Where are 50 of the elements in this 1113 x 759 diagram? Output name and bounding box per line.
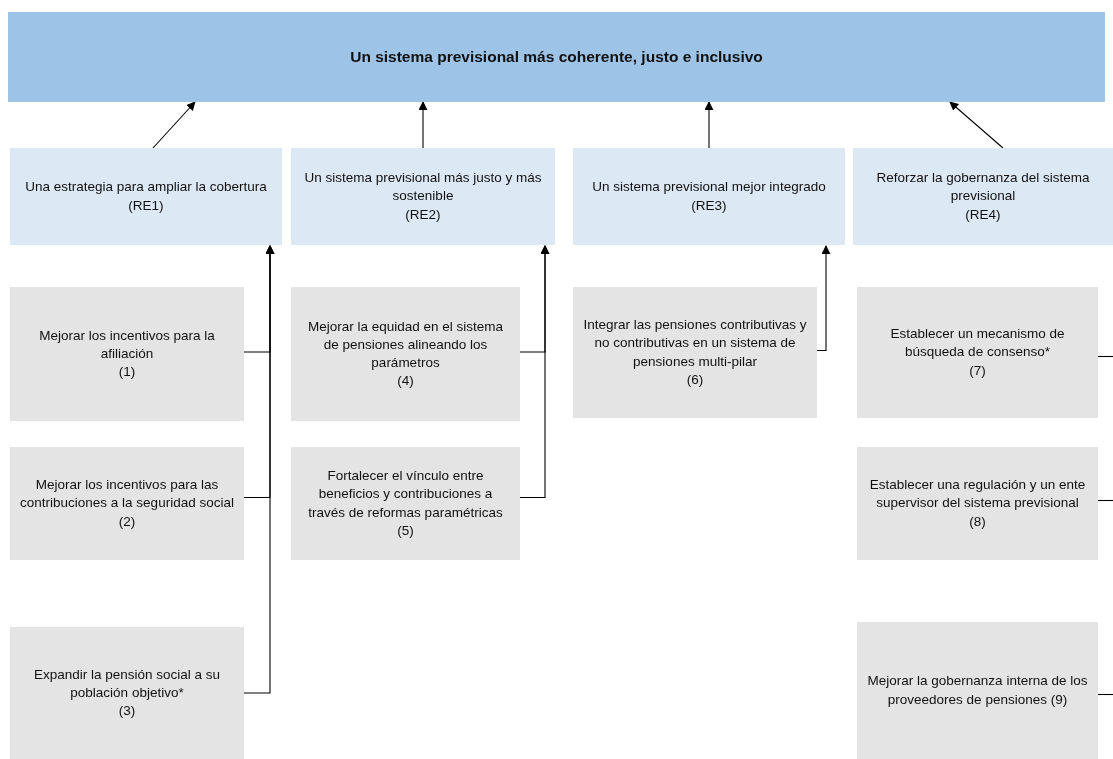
action-box [10, 447, 244, 560]
node-text: Mejorar la equidad en el sistema de pensiones alineando los parámetros [306, 317, 505, 372]
title-text: Un sistema previsional más coherente, justo e inclusivo [350, 46, 763, 67]
connector-line [1097, 693, 1113, 696]
node-code: (2) [118, 512, 136, 531]
node-code: (5) [397, 521, 414, 540]
node-code: (4) [397, 372, 414, 391]
arrow [243, 245, 275, 694]
arrow [704, 101, 714, 149]
node-text: Un sistema previsional mejor integrado [592, 178, 826, 197]
node-code: (RE2) [405, 205, 441, 224]
node-text: Una estrategia para ampliar la cobertura [25, 178, 267, 197]
action-box [857, 447, 1098, 560]
node-text: Mejorar la gobernanza interna de los proveedores de pensiones (9) [866, 672, 1089, 709]
action-box [857, 622, 1098, 759]
result-box [573, 148, 845, 245]
action-box [291, 287, 520, 421]
action-box [291, 447, 520, 560]
action-box [857, 287, 1098, 418]
node-text: Establecer un mecanismo de búsqueda de consenso* [889, 325, 1066, 362]
arrow [949, 101, 1004, 149]
node-text: Un sistema previsional más justo y más sostenible [303, 169, 543, 206]
connector-line [1097, 499, 1113, 502]
action-box [10, 627, 244, 759]
node-code: (6) [686, 370, 704, 389]
node-text: Fortalecer el vínculo entre beneficios y contribuciones a través de reformas paramétricas [307, 467, 504, 522]
action-box [10, 287, 244, 421]
node-code: (RE4) [965, 205, 1001, 224]
arrow [519, 245, 550, 499]
node-code: (1) [118, 363, 136, 382]
node-text: Expandir la pensión social a su población objetivo* [32, 665, 222, 702]
action-box [573, 287, 817, 418]
result-box [853, 148, 1113, 245]
goal-box [8, 12, 1105, 102]
node-code: (3) [118, 702, 136, 721]
arrow [418, 101, 428, 149]
node-text: Mejorar los incentivos para las contribuciones a la seguridad social [19, 476, 235, 513]
result-box [291, 148, 555, 245]
node-code: (RE1) [128, 196, 164, 215]
node-code: (RE3) [691, 196, 727, 215]
result-box [10, 148, 282, 245]
node-text: Establecer una regulación y un ente supervisor del sistema previsional [868, 476, 1087, 513]
node-text: Reforzar la gobernanza del sistema previsional [875, 169, 1091, 206]
node-code: (7) [969, 361, 986, 380]
arrow [816, 245, 831, 352]
node-code: (8) [969, 512, 986, 531]
connector-line [1097, 355, 1113, 358]
arrow [152, 101, 196, 149]
node-text: Mejorar los incentivos para la afiliación [38, 326, 216, 363]
node-text: Integrar las pensiones contributivas y no contributivas en un sistema de pensiones multi-pilar [582, 316, 808, 371]
